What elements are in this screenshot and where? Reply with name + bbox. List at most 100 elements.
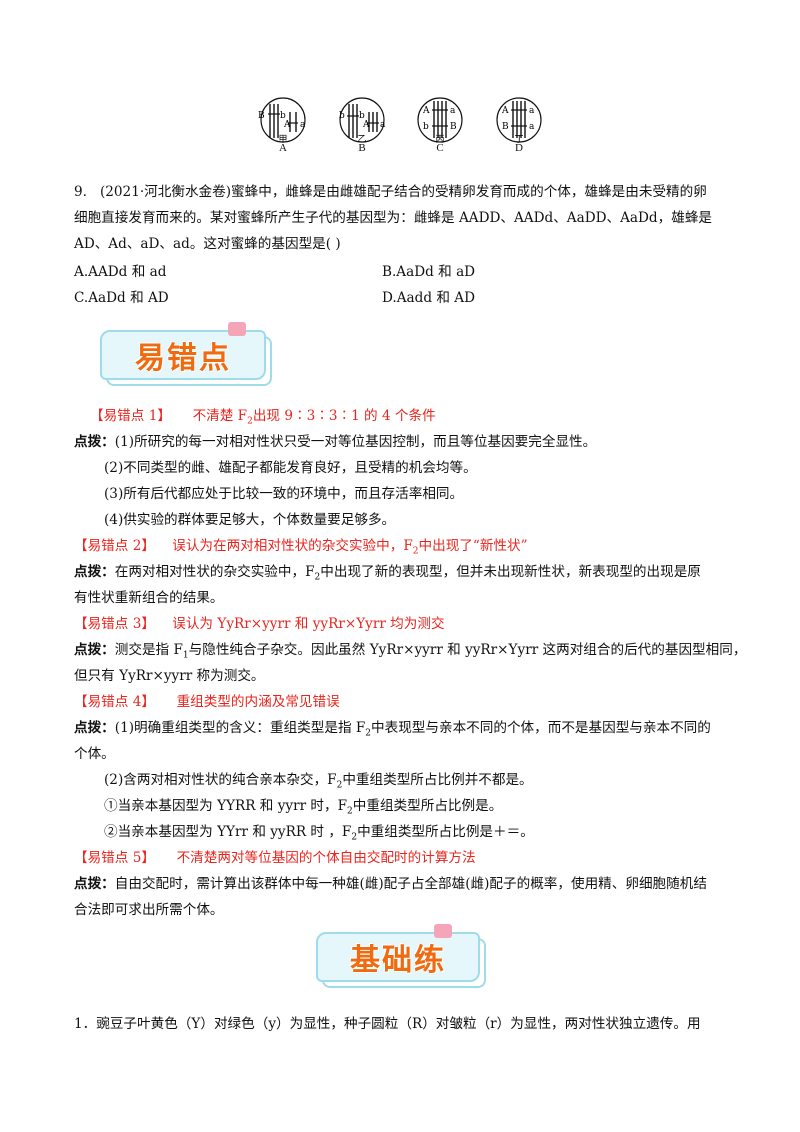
option-d[interactable]: D.Aadd 和 AD — [382, 290, 476, 306]
option-letter: B — [358, 142, 366, 154]
point-title: 不清楚 F2出现 9∶3∶3∶1 的 4 个条件 — [192, 408, 436, 427]
hint-text: (1)所研究的每一对相对性状只受一对等位基因控制，而且等位基因要完全显性。 — [114, 434, 597, 450]
banner-title: 易错点 — [135, 341, 231, 376]
gene-label: A — [501, 106, 509, 116]
cell-diagram: A a b B 丙 — [417, 97, 463, 144]
gene-label: a — [300, 120, 306, 130]
hint-text: 中表现型与亲本不同的个体，而不是基因型与亲本不同的 — [371, 720, 711, 736]
question-text: 蜜蜂中，雌蜂是由雌雄配子结合的受精卵发育而成的个体，雄蜂是由未受精的卵 — [231, 184, 707, 200]
point-3-heading: 【易错点 3】 误认为 YyRr×yyrr 和 yyRr×Yyrr 均为测交 — [74, 612, 734, 632]
cell-diagram: A a B a 丁 — [496, 97, 542, 144]
cell-figure-b: b b A a 乙 B — [329, 96, 395, 154]
point-tag: 【易错点 1】 — [90, 408, 171, 424]
point-4-line-2: 个体。 — [74, 746, 115, 762]
cell-name: 乙 — [357, 134, 366, 144]
point-5-heading: 【易错点 5】 不清楚两对等位基因的个体自由交配时的计算方法 — [74, 846, 734, 866]
subscript: 2 — [247, 416, 253, 427]
point-1-line-3: (3)所有后代都应处于比较一致的环境中，而且存活率相同。 — [104, 486, 464, 502]
cell-name: 丁 — [514, 135, 523, 144]
subscript: 2 — [351, 832, 358, 843]
hint-text: 中重组类型所占比例是。 — [352, 798, 503, 814]
point-tag: 【易错点 2】 — [74, 538, 155, 554]
cell-diagram: B b A a 甲 — [258, 97, 306, 144]
point-4-line-1: 点拨：(1)明确重组类型的含义：重组类型是指 F2中表现型与亲本不同的个体，而不… — [74, 716, 734, 739]
option-a[interactable]: A.AADd 和 ad — [74, 264, 167, 280]
point-4-heading: 【易错点 4】 重组类型的内涵及常见错误 — [74, 690, 734, 710]
point-title: 重组类型的内涵及常见错误 — [176, 694, 340, 710]
subscript: 2 — [412, 546, 419, 557]
hint-lead: 点拨： — [74, 642, 115, 658]
cell-name: 丙 — [435, 134, 444, 144]
paperclip-icon — [434, 924, 452, 938]
gene-label: b — [280, 111, 286, 121]
point-title-part: 中出现了“新性状” — [418, 538, 528, 554]
point-2-line-1: 点拨：在两对相对性状的杂交实验中，F2中出现了新的表现型，但并未出现新性状，新表… — [74, 560, 734, 583]
hint-text: 与隐性纯合子杂交。因此虽然 YyRr×yyrr 和 yyRr×Yyrr 这两对组… — [188, 642, 747, 658]
hint-text: 中重组类型所占比例并不都是。 — [342, 772, 533, 788]
question-1-line-1: 1．豌豆子叶黄色（Y）对绿色（y）为显性，种子圆粒（R）对皱粒（r）为显性，两对… — [74, 1016, 701, 1032]
hint-text: 测交是指 F — [114, 642, 183, 658]
point-3-line-2: 但只有 YyRr×yyrr 称为测交。 — [74, 668, 265, 684]
point-1-heading: 【易错点 1】 不清楚 F2出现 9∶3∶3∶1 的 4 个条件 — [90, 404, 750, 427]
cell-figure-d: A a B a 丁 D — [486, 96, 552, 154]
hint-text: 中重组类型所占比例是＋＝。 — [357, 824, 534, 840]
option-b[interactable]: B.AaDd 和 aD — [382, 264, 476, 280]
banner-background — [100, 330, 266, 380]
section-banner-basic-practice: 基础练 — [316, 924, 486, 988]
point-tag: 【易错点 3】 — [74, 616, 155, 632]
question-9-line-2: 细胞直接发育而来的。某对蜜蜂所产生子代的基因型为：雌蜂是 AADD、AADd、A… — [74, 210, 713, 226]
cell-name: 甲 — [278, 134, 287, 144]
gene-label: A — [362, 120, 370, 130]
hint-text: 中出现了新的表现型，但并未出现新性状，新表现型的出现是原 — [320, 564, 701, 580]
hint-text: 在两对相对性状的杂交实验中，F — [114, 564, 315, 580]
question-9-line-1: 9. (2021·河北衡水金卷)蜜蜂中，雌蜂是由雌雄配子结合的受精卵发育而成的个… — [74, 180, 734, 200]
point-title: 误认为 YyRr×yyrr 和 yyRr×Yyrr 均为测交 — [172, 616, 445, 632]
point-2-heading: 【易错点 2】 误认为在两对相对性状的杂交实验中，F2中出现了“新性状” — [74, 534, 734, 557]
subscript: 2 — [336, 780, 343, 791]
point-title-part: 不清楚 F — [192, 408, 248, 424]
hint-lead: 点拨： — [74, 434, 115, 450]
gene-label: b — [423, 122, 429, 132]
subscript: 2 — [365, 728, 372, 739]
section-banner-mistakes: 易错点 — [100, 322, 272, 386]
hint-text: (1)明确重组类型的含义：重组类型是指 F — [114, 720, 366, 736]
point-5-line-2: 合法即可求出所需个体。 — [74, 902, 224, 918]
point-title: 不清楚两对等位基因的个体自由交配时的计算方法 — [176, 850, 476, 866]
banner-title: 基础练 — [350, 943, 446, 978]
point-3-line-1: 点拨：测交是指 F1与隐性纯合子杂交。因此虽然 YyRr×yyrr 和 yyRr… — [74, 638, 746, 661]
gene-label: a — [450, 106, 456, 116]
option-letter: D — [515, 142, 523, 154]
point-5-line-1: 点拨：自由交配时，需计算出该群体中每一种雄(雌)配子占全部雄(雌)配子的概率，使… — [74, 872, 734, 892]
option-c[interactable]: C.AaDd 和 AD — [74, 290, 169, 306]
question-number: 9. — [74, 184, 87, 200]
gene-label: b — [359, 111, 365, 121]
gene-label: a — [529, 106, 535, 116]
banner-background — [316, 932, 480, 982]
paperclip-icon — [228, 322, 246, 336]
point-4-line-4: ①当亲本基因型为 YYRR 和 yyrr 时，F2中重组类型所占比例是。 — [104, 794, 734, 817]
gene-label: b — [339, 111, 345, 121]
point-4-line-3: (2)含两对相对性状的纯合亲本杂交，F2中重组类型所占比例并不都是。 — [104, 768, 734, 791]
gene-label: B — [450, 122, 457, 132]
option-letter: A — [279, 142, 287, 154]
point-title: 误认为在两对相对性状的杂交实验中，F2中出现了“新性状” — [172, 538, 528, 557]
hint-text: (2)含两对相对性状的纯合亲本杂交，F — [104, 772, 337, 788]
cell-figures: B b A a 甲 A b b A a — [0, 96, 800, 156]
point-1-line-4: (4)供实验的群体要足够大，个体数量要足够多。 — [104, 512, 396, 528]
point-tag: 【易错点 5】 — [74, 850, 155, 866]
hint-lead: 点拨： — [74, 876, 115, 892]
gene-label: A — [422, 106, 430, 116]
hint-lead: 点拨： — [74, 564, 115, 580]
point-1-line-1: 点拨：(1)所研究的每一对相对性状只受一对等位基因控制，而且等位基因要完全显性。 — [74, 430, 734, 450]
gene-label: a — [380, 120, 386, 130]
gene-label: B — [502, 122, 509, 132]
subscript: 1 — [182, 650, 189, 661]
hint-text: ①当亲本基因型为 YYRR 和 yyrr 时，F — [104, 798, 348, 814]
point-1-line-2: (2)不同类型的雌、雄配子都能发育良好，且受精的机会均等。 — [104, 460, 477, 476]
question-source: (2021·河北衡水金卷) — [99, 184, 232, 200]
cell-figure-c: A a b B 丙 C — [407, 96, 473, 154]
hint-text: ②当亲本基因型为 YYrr 和 yyRR 时 ，F — [104, 824, 352, 840]
cell-diagram: b b A a 乙 — [339, 97, 386, 144]
subscript: 2 — [314, 572, 321, 583]
